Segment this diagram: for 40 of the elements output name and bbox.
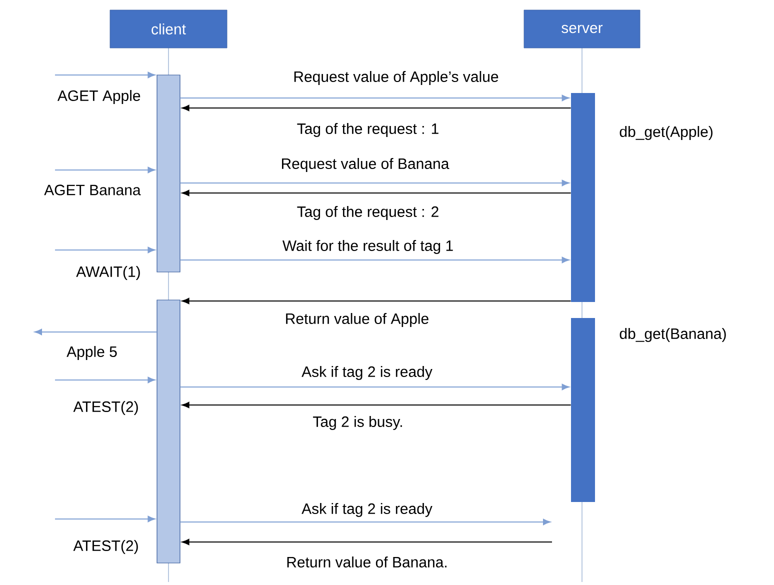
participant-box: client [110, 10, 228, 48]
activation-bar [571, 318, 595, 502]
activation-bar [571, 93, 595, 302]
call-label: db_get(Banana) [620, 328, 726, 342]
message-arrow [54, 72, 156, 78]
message-label: Wait for the result of tag 1 [281, 239, 455, 255]
message-label: Return value of Apple [284, 312, 430, 328]
message-label: Request value of Apple’s value [292, 70, 500, 86]
call-label: db_get(Apple) [620, 126, 712, 140]
message-label: ATEST(2) [72, 400, 140, 416]
message-label: Request value of Banana [280, 157, 450, 173]
message-label: AWAIT(1) [75, 265, 142, 281]
message-label: Tag of the request : 2 [296, 205, 440, 221]
participant-box: server [524, 10, 640, 48]
message-arrow [180, 518, 551, 526]
message-arrow [182, 190, 572, 196]
message-label: Tag of the request : 1 [296, 122, 440, 138]
message-arrow [54, 166, 156, 174]
activation-bar [156, 300, 180, 564]
message-arrow [180, 256, 570, 264]
message-label: ATEST(2) [72, 539, 140, 555]
message-arrow [54, 246, 156, 254]
message-arrow [180, 384, 570, 390]
message-arrow [54, 516, 156, 522]
message-arrow [54, 376, 156, 384]
message-arrow [180, 94, 570, 102]
message-label: Apple 5 [66, 345, 118, 361]
message-arrow [182, 104, 572, 112]
message-arrow [180, 180, 570, 186]
message-label: Tag 2 is busy. [312, 415, 404, 431]
message-arrow [34, 328, 158, 336]
message-arrow [182, 538, 552, 546]
message-arrow [182, 298, 572, 304]
activation-bar [156, 74, 180, 272]
message-label: AGET Apple [56, 89, 142, 105]
message-label: AGET Banana [43, 184, 142, 196]
message-label: Return value of Banana. [285, 555, 449, 568]
message-arrow [182, 402, 572, 408]
message-label: Ask if tag 2 is ready [300, 502, 434, 518]
message-label: Ask if tag 2 is ready [300, 365, 434, 381]
